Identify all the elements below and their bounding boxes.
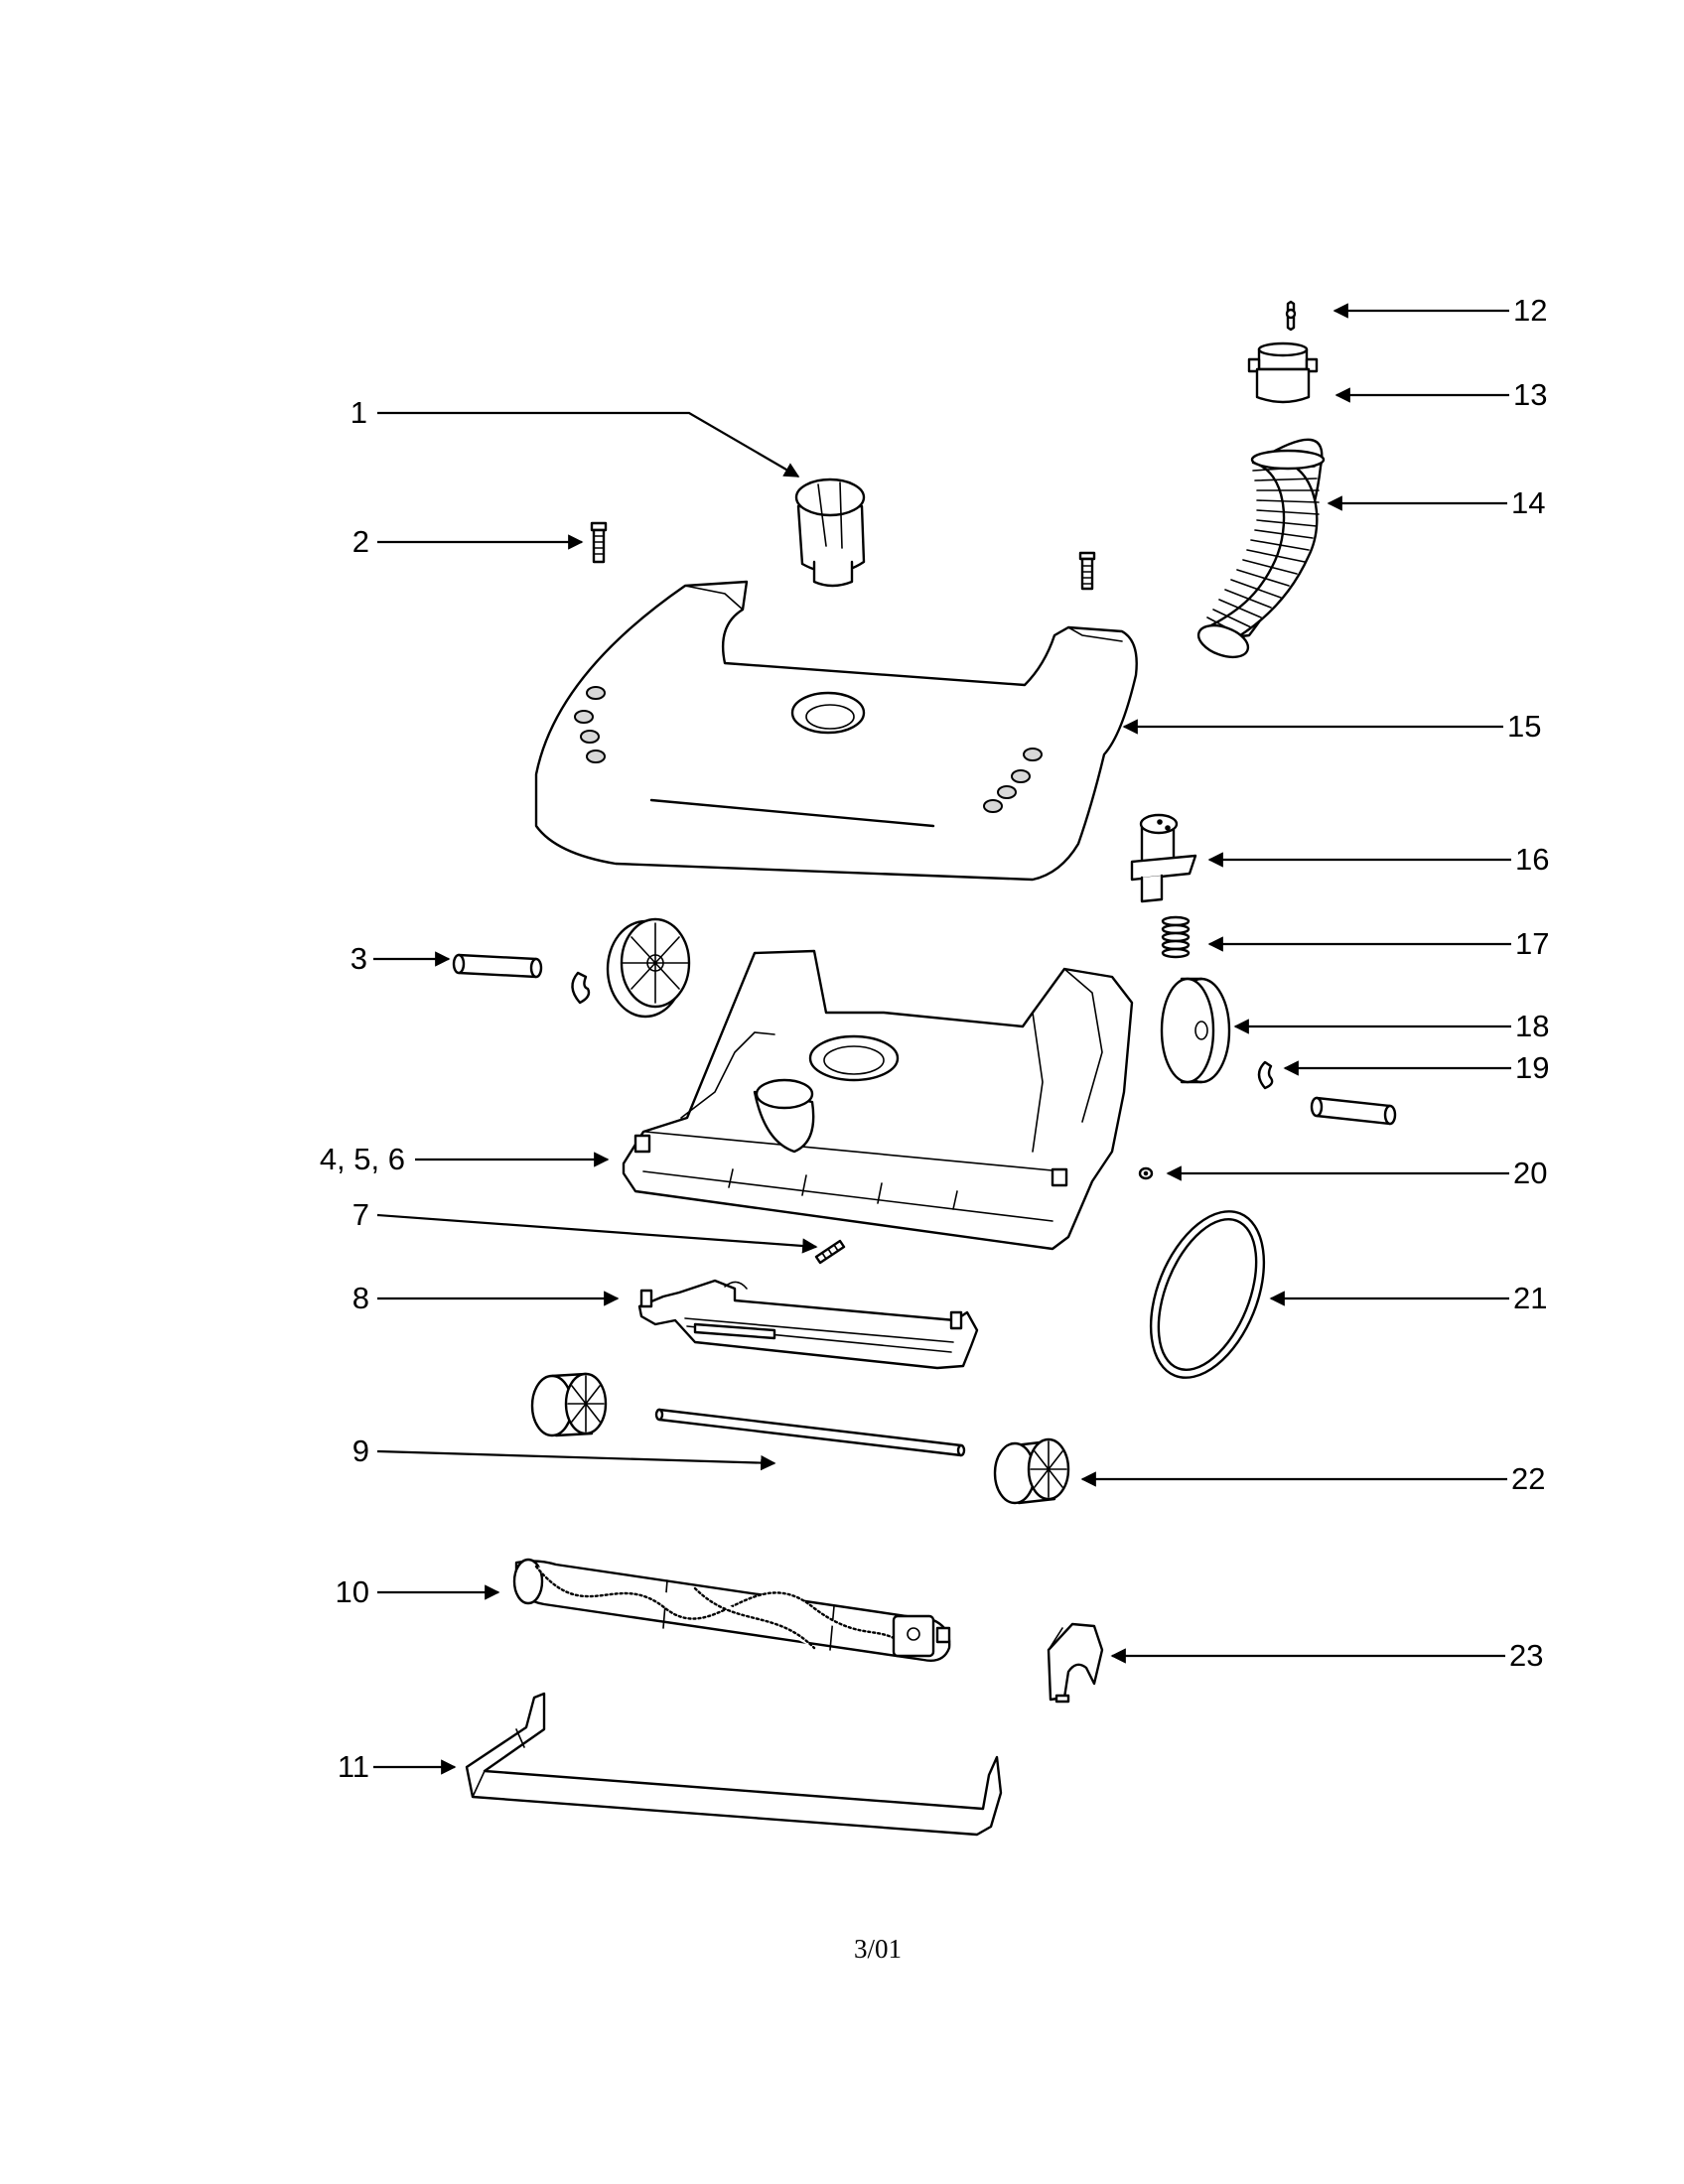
part-4-5-6-base [622, 949, 1134, 1251]
part-16-pedal [1130, 813, 1197, 903]
part-2-screw [590, 521, 608, 564]
part-3-axle [452, 953, 543, 979]
part-23-bracket [1047, 1622, 1104, 1704]
callout-3: 3 [351, 941, 367, 976]
callout-10: 10 [336, 1574, 369, 1609]
callout-labels: 1 2 3 4, 5, 6 7 8 9 10 11 12 13 14 15 16… [320, 293, 1550, 1784]
part-9-shaft [654, 1408, 966, 1457]
footer-date-code: 3/01 [854, 1934, 902, 1964]
leader-lines [373, 303, 1511, 1775]
callout-21: 21 [1513, 1281, 1547, 1315]
callout-8: 8 [352, 1281, 369, 1315]
part-10-brushroll [512, 1558, 951, 1662]
callout-13: 13 [1513, 377, 1547, 412]
callout-15: 15 [1507, 709, 1541, 744]
part-end-cap-left [530, 1372, 608, 1437]
callout-22: 22 [1511, 1461, 1545, 1496]
callout-11: 11 [338, 1749, 369, 1784]
callout-17: 17 [1515, 926, 1549, 961]
callout-2: 2 [352, 524, 369, 559]
callout-14: 14 [1511, 485, 1545, 520]
part-12-pin [1285, 300, 1297, 332]
part-19-axle [1310, 1096, 1397, 1126]
part-11-bumper [465, 1692, 1003, 1837]
callout-7: 7 [352, 1197, 369, 1232]
part-17-spring [1161, 915, 1191, 959]
callout-20: 20 [1513, 1156, 1547, 1190]
part-1-neck [794, 478, 866, 588]
leader-7 [376, 1213, 818, 1254]
callout-16: 16 [1515, 842, 1549, 877]
part-13-connector [1247, 341, 1319, 404]
leader-1 [377, 411, 800, 478]
callout-12: 12 [1513, 293, 1547, 328]
part-8-plate [637, 1279, 979, 1370]
part-19-clip [1257, 1060, 1274, 1090]
part-15-hood [534, 580, 1138, 882]
callout-4-5-6: 4, 5, 6 [320, 1142, 405, 1176]
part-18-wheel [1160, 977, 1231, 1084]
part-21-belt [1149, 1210, 1266, 1379]
callout-9: 9 [352, 1433, 369, 1468]
part-7-spring [814, 1239, 846, 1265]
leader-9 [376, 1449, 776, 1471]
callout-23: 23 [1509, 1638, 1543, 1673]
part-wheel-left [606, 917, 691, 1019]
part-3-clip [571, 971, 591, 1005]
part-20-nut [1138, 1166, 1154, 1180]
part-22-end-cap [993, 1437, 1070, 1505]
part-14-hose [1196, 438, 1326, 659]
callout-19: 19 [1515, 1050, 1549, 1085]
callout-18: 18 [1515, 1009, 1549, 1043]
part-screw-secondary [1078, 551, 1096, 591]
callout-1: 1 [351, 395, 367, 430]
